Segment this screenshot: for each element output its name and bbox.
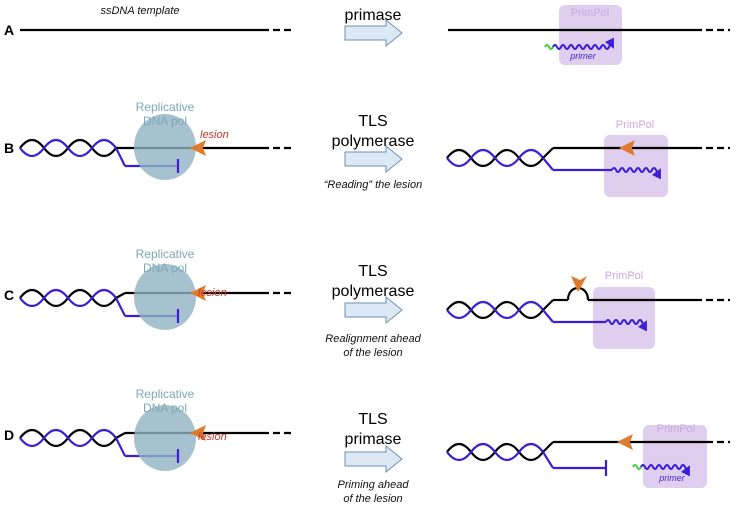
primer-strand	[552, 37, 614, 50]
panel-label-a: A	[4, 22, 14, 38]
tls-extension-strand	[605, 319, 647, 332]
replicative-pol-label: DNA pol	[143, 401, 187, 415]
step-title-line2: polymerase	[332, 283, 415, 300]
lesion-marker	[190, 140, 206, 156]
primpol-enzyme	[604, 135, 668, 197]
lesion-marker	[617, 434, 633, 450]
step-title-line1: TLS	[358, 263, 387, 280]
nascent-strand	[115, 297, 126, 317]
replicative-pol-label: Replicative	[136, 387, 195, 401]
nascent-strand	[19, 428, 117, 448]
nascent-strand	[446, 442, 544, 462]
step-title-line2: polymerase	[332, 133, 415, 150]
nascent-strand	[542, 157, 554, 171]
process-arrow	[344, 144, 403, 174]
process-arrow	[344, 444, 403, 474]
step-title-line1: TLS	[358, 411, 387, 428]
template-strand	[115, 432, 126, 439]
replicative-pol-label: DNA pol	[143, 114, 187, 128]
primpol-enzyme	[559, 5, 622, 65]
panel-b: B Replicative DNA pol lesion TLS polymer…	[4, 100, 730, 197]
nascent-strand	[446, 300, 544, 320]
nascent-strand	[446, 148, 544, 168]
step-note: Priming ahead	[338, 479, 410, 491]
panel-label-c: C	[4, 287, 14, 303]
nascent-strand	[115, 437, 126, 457]
step-note: of the lesion	[343, 347, 402, 359]
process-arrow	[344, 295, 403, 325]
nascent-strand	[542, 451, 554, 469]
lesion-label: lesion	[198, 287, 227, 299]
replicative-pol-label: Replicative	[136, 100, 195, 114]
primpol-label: PrimPol	[657, 423, 696, 435]
lesion-label: lesion	[198, 431, 227, 443]
step-title-line1: TLS	[358, 113, 387, 130]
primer-label: primer	[569, 51, 597, 61]
nascent-strand	[115, 147, 126, 167]
tls-extension-strand	[611, 167, 661, 180]
template-strand	[542, 299, 554, 311]
replicative-dna-pol	[134, 114, 196, 180]
template-strand	[542, 441, 554, 453]
lesion-marker	[190, 425, 206, 441]
primpol-label: PrimPol	[605, 270, 644, 282]
nascent-strand	[19, 288, 117, 308]
primer-start-nucleotides	[632, 464, 642, 470]
lesion-marker	[571, 276, 587, 292]
primpol-label: PrimPol	[571, 7, 610, 19]
step-title-line2: primase	[345, 431, 402, 448]
template-strand	[115, 292, 126, 299]
replicative-pol-label: DNA pol	[143, 261, 187, 275]
panel-label-b: B	[4, 140, 14, 156]
replicative-dna-pol	[134, 405, 196, 471]
replicative-dna-pol	[134, 264, 196, 330]
lesion-marker	[190, 285, 206, 301]
panel-c: C Replicative DNA pol lesion TLS polymer…	[4, 247, 730, 359]
primpol-enzyme	[643, 425, 707, 488]
nascent-strand	[542, 309, 554, 323]
panel-d: D Replicative DNA pol lesion TLS primase…	[4, 387, 730, 505]
replicative-pol-label: Replicative	[136, 247, 195, 261]
step-note: Realignment ahead	[325, 333, 421, 345]
lesion-label: lesion	[200, 129, 229, 141]
primer-label: primer	[658, 473, 686, 483]
primer-start-nucleotides	[544, 44, 554, 50]
panel-label-d: D	[4, 427, 14, 443]
primpol-label: PrimPol	[616, 119, 655, 131]
step-note: “Reading” the lesion	[324, 179, 422, 191]
process-arrow	[344, 18, 403, 48]
nascent-strand	[19, 138, 117, 158]
panel-a: A ssDNA template primase PrimPol primer	[4, 5, 730, 65]
step-note: of the lesion	[343, 493, 402, 505]
lesion-marker	[619, 140, 635, 156]
ssdna-template-label: ssDNA template	[100, 5, 179, 17]
primer-strand	[640, 464, 690, 477]
step-title-primase: primase	[345, 7, 402, 24]
primpol-enzyme	[593, 287, 655, 349]
template-strand	[542, 147, 554, 159]
